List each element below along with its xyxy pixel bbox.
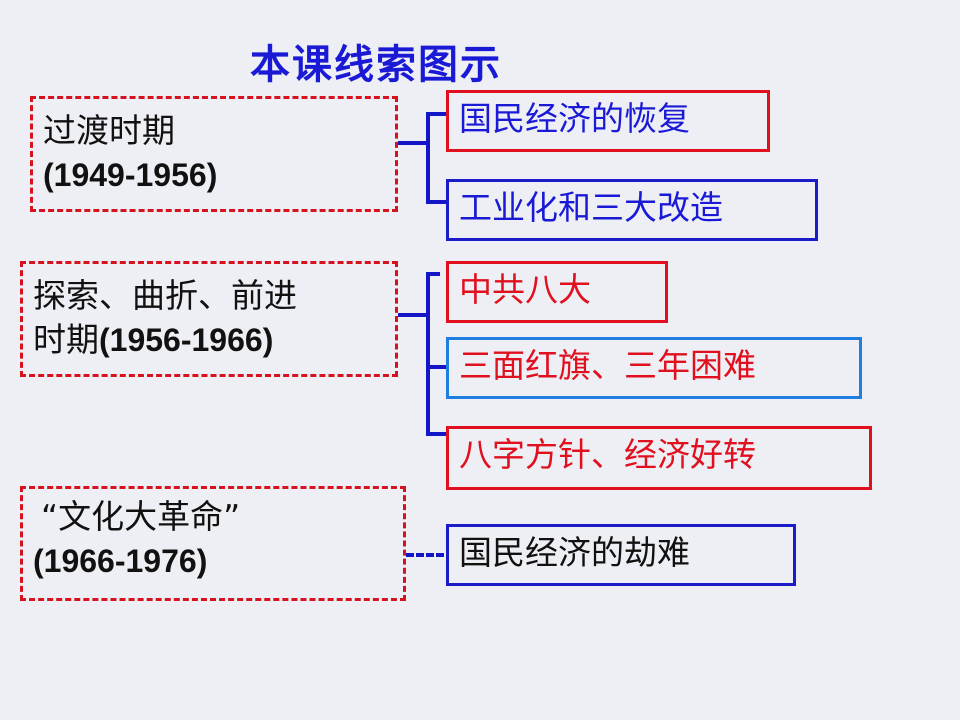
period-transition-years: (1949-1956)	[43, 157, 218, 193]
period-cultural-revolution-years: (1966-1976)	[33, 543, 208, 579]
connector-1-branch-b	[426, 200, 446, 204]
topic-industrialization: 工业化和三大改造	[446, 179, 818, 241]
topic-eight-character-policy: 八字方针、经济好转	[446, 426, 872, 490]
connector-2-branch-c	[426, 432, 446, 436]
period-cultural-revolution-name: “文化大革命”	[41, 497, 241, 536]
period-exploration-box: 探索、曲折、前进 时期(1956-1966)	[20, 261, 398, 377]
connector-1-branch-a	[426, 112, 446, 116]
period-cultural-revolution-box: “文化大革命” (1966-1976)	[20, 486, 406, 601]
period-transition-box: 过渡时期 (1949-1956)	[30, 96, 398, 212]
topic-economy-recovery: 国民经济的恢复	[446, 90, 770, 152]
connector-2-spine	[426, 272, 430, 436]
connector-2-branch-a	[426, 272, 440, 276]
period-exploration-name-line2: 时期	[33, 320, 99, 359]
connector-2-stem	[398, 313, 428, 317]
topic-eighth-congress: 中共八大	[446, 261, 668, 323]
topic-three-red-banners: 三面红旗、三年困难	[446, 337, 862, 399]
connector-1-stem	[398, 141, 428, 145]
period-exploration-years: (1956-1966)	[99, 322, 274, 358]
diagram-title: 本课线索图示	[250, 42, 502, 88]
connector-3-dashed	[406, 553, 444, 557]
connector-2-branch-b	[426, 365, 446, 369]
period-exploration-name-line1: 探索、曲折、前进	[33, 276, 297, 315]
connector-1-spine	[426, 112, 430, 204]
topic-economy-catastrophe: 国民经济的劫难	[446, 524, 796, 586]
period-transition-name: 过渡时期	[43, 111, 175, 150]
